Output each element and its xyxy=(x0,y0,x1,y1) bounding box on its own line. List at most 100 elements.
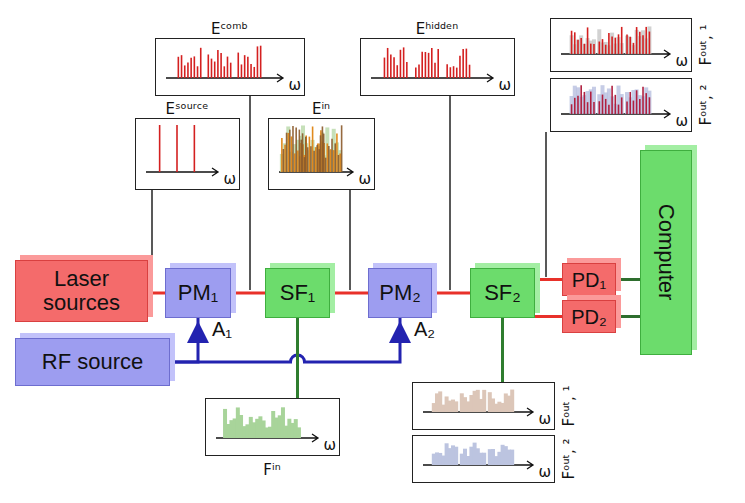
component-box: SF₂ xyxy=(470,268,535,318)
spectral-line xyxy=(187,62,189,78)
spectral-line xyxy=(247,57,249,78)
connector xyxy=(616,315,640,318)
connector xyxy=(170,318,400,362)
spectral-line xyxy=(645,93,647,114)
spectral-line xyxy=(602,95,604,114)
spectral-line xyxy=(316,145,318,172)
axis-label: ω xyxy=(323,436,336,454)
component-label: PM₁ xyxy=(174,281,222,305)
plot-title: Fᵒᵘᵗ, ¹ xyxy=(560,385,578,426)
spectral-line xyxy=(393,57,395,78)
spectral-line xyxy=(406,62,408,78)
connector xyxy=(296,318,299,398)
spectral-line xyxy=(462,49,464,78)
spectral-line xyxy=(250,64,252,78)
spectral-line xyxy=(428,53,430,78)
spectral-line xyxy=(454,401,458,412)
plot-title: Fᵒᵘᵗ, ¹ xyxy=(697,24,715,65)
connector xyxy=(535,278,562,281)
spectral-line xyxy=(587,27,589,54)
spectral-line xyxy=(384,58,386,78)
spectral-line xyxy=(590,44,592,54)
spectral-line xyxy=(469,65,471,78)
leader-line xyxy=(151,190,153,290)
spectral-line xyxy=(327,143,329,172)
spectral-line xyxy=(200,48,202,78)
connector xyxy=(330,292,368,295)
spectrum xyxy=(269,119,373,188)
component-label: Laser sources xyxy=(16,267,147,315)
spectral-line xyxy=(396,65,398,78)
component-box: Laser sources xyxy=(15,260,148,322)
spectral-line xyxy=(387,48,389,78)
spectral-line xyxy=(642,87,644,114)
spectral-line xyxy=(291,136,293,172)
spectral-line xyxy=(598,101,600,114)
spectrum-plot: Fᵒᵘᵗ, ²ω xyxy=(550,78,692,132)
spectral-line xyxy=(214,62,216,78)
spectrum xyxy=(413,383,553,428)
spectral-line xyxy=(197,66,199,78)
spectral-line xyxy=(281,138,283,172)
axis-label: ω xyxy=(675,52,688,70)
spectral-line xyxy=(626,35,628,54)
spectral-line xyxy=(230,63,232,78)
spectral-line xyxy=(437,49,439,78)
spectral-line xyxy=(286,126,290,172)
frequency-axis xyxy=(146,168,218,176)
axis-label: ω xyxy=(538,463,551,481)
spectral-line xyxy=(459,56,461,78)
spectral-line xyxy=(431,48,433,78)
spectral-line xyxy=(590,92,592,114)
spectral-line xyxy=(649,32,651,54)
spectral-line xyxy=(313,151,315,172)
spectral-line xyxy=(456,68,458,78)
spectral-line xyxy=(510,390,514,412)
component-label: PD₂ xyxy=(567,306,611,328)
spectral-line xyxy=(584,44,586,54)
spectral-line xyxy=(577,40,579,54)
spectral-line xyxy=(593,44,595,54)
spectral-line xyxy=(332,129,336,172)
spectral-line xyxy=(300,140,302,172)
component-box: Computer xyxy=(640,150,692,355)
component-label: RF source xyxy=(38,350,147,374)
connector xyxy=(231,292,265,295)
spectral-line xyxy=(618,105,620,114)
spectrum xyxy=(361,39,513,94)
spectral-line xyxy=(647,26,651,54)
spectrum-plot: Fⁱⁿω xyxy=(205,398,340,456)
spectral-line xyxy=(338,155,340,172)
spectral-line xyxy=(297,151,299,172)
component-box: PM₁ xyxy=(165,268,231,318)
spectrum xyxy=(413,436,553,481)
connector xyxy=(535,315,562,318)
spectral-line xyxy=(260,46,262,78)
spectral-line xyxy=(305,135,307,172)
leader-line xyxy=(249,96,251,290)
spectral-line xyxy=(244,55,246,78)
spectral-line xyxy=(176,125,178,172)
plot-title: Fⁱⁿ xyxy=(263,461,280,479)
spectral-line xyxy=(608,33,610,54)
spectral-line xyxy=(629,37,631,54)
spectral-line xyxy=(299,130,301,172)
spectral-line xyxy=(295,127,297,172)
spectral-line xyxy=(421,52,423,78)
spectrum-plot: Fᵒᵘᵗ, ²ω xyxy=(412,435,555,483)
axis-label: ω xyxy=(538,410,551,428)
spectral-line xyxy=(310,146,312,172)
axis-label: ω xyxy=(358,170,371,188)
spectral-line xyxy=(454,447,458,465)
spectral-line xyxy=(614,95,616,114)
spectral-line xyxy=(580,85,582,114)
spectral-line xyxy=(647,91,651,114)
spectral-line xyxy=(415,68,417,78)
spectral-line xyxy=(312,126,314,172)
plot-title: Eᶜᵒᵐᵇ xyxy=(211,20,248,38)
axis-label: ω xyxy=(498,76,511,94)
spectral-line xyxy=(608,105,610,114)
spectral-line xyxy=(626,102,628,114)
spectral-line xyxy=(237,53,239,78)
spectral-line xyxy=(294,153,296,172)
